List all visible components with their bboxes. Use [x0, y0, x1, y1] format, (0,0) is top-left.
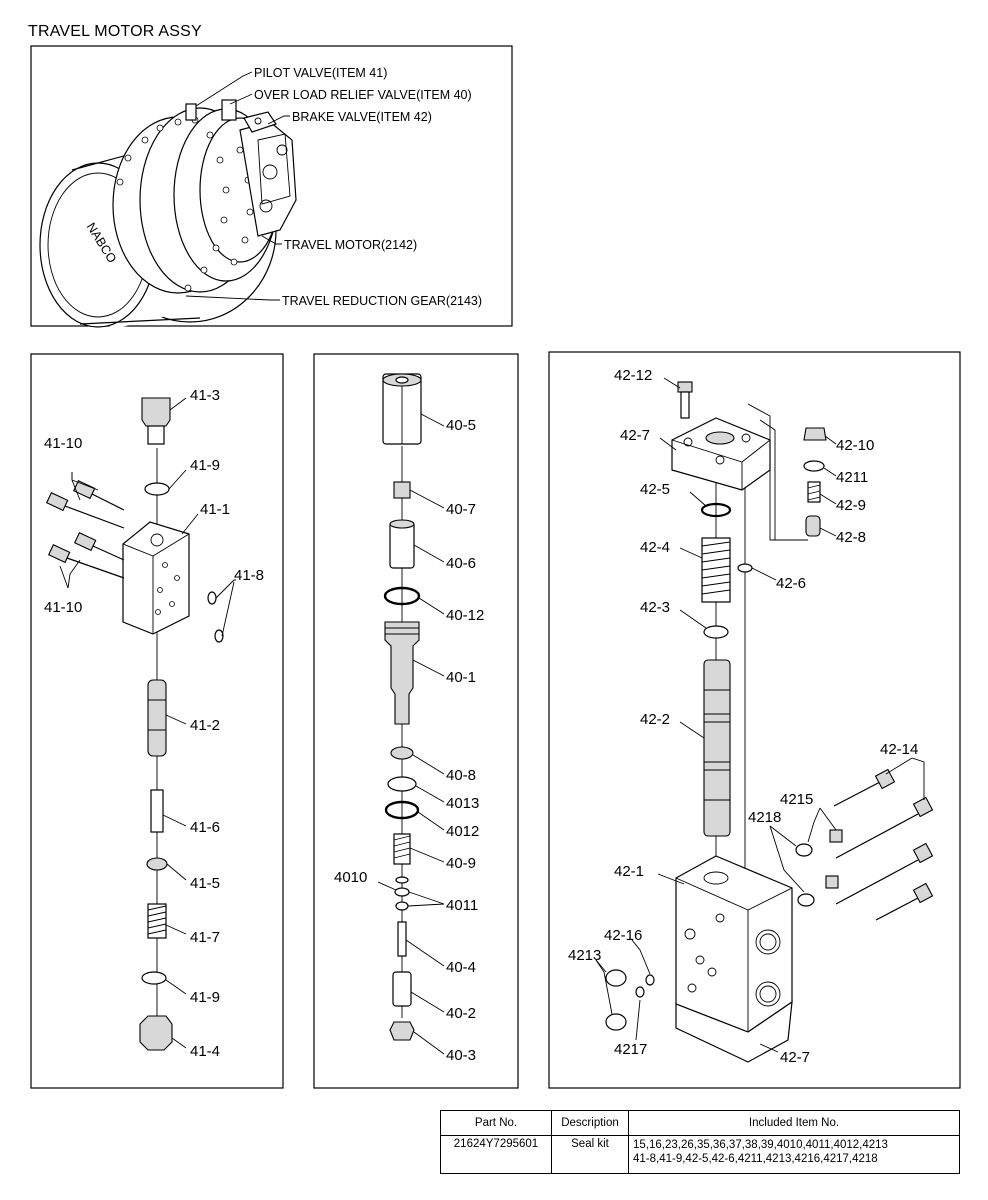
- label-42-6: 42-6: [776, 575, 806, 592]
- relief-valve-parts: [382, 373, 422, 1041]
- label-41-7: 41-7: [190, 929, 220, 946]
- label-42-8: 42-8: [836, 529, 866, 546]
- page-title: TRAVEL MOTOR ASSY: [28, 23, 202, 40]
- label-41-10-top: 41-10: [44, 435, 82, 452]
- label-4011: 4011: [446, 897, 478, 914]
- label-42-2: 42-2: [640, 711, 670, 728]
- label-4213: 4213: [568, 947, 601, 964]
- label-40-4: 40-4: [446, 959, 476, 976]
- label-41-5: 41-5: [190, 875, 220, 892]
- header-description: Description: [551, 1110, 629, 1136]
- pilot-valve-panel-frame: [30, 353, 284, 1089]
- label-40-2: 40-2: [446, 1005, 476, 1022]
- parts-table: Part No. Description Included Item No. 2…: [440, 1110, 960, 1174]
- label-42-14: 42-14: [880, 741, 918, 758]
- label-42-3: 42-3: [640, 599, 670, 616]
- label-41-8: 41-8: [234, 567, 264, 584]
- label-4215: 4215: [780, 791, 813, 808]
- label-40-1: 40-1: [446, 669, 476, 686]
- label-42-10: 42-10: [836, 437, 874, 454]
- label-41-2: 41-2: [190, 717, 220, 734]
- label-4010: 4010: [334, 869, 367, 886]
- label-40-8: 40-8: [446, 767, 476, 784]
- pilot-valve-label: PILOT VALVE(ITEM 41): [254, 66, 387, 80]
- pilot-valve-parts: [45, 397, 224, 1051]
- travel-reduction-gear-label: TRAVEL REDUCTION GEAR(2143): [282, 294, 482, 308]
- label-42-9: 42-9: [836, 497, 866, 514]
- brake-valve-panel-frame: [548, 351, 961, 1089]
- pilot-valve-leader-lines: [59, 397, 236, 1049]
- label-4013: 4013: [446, 795, 479, 812]
- relief-valve-leader-lines: [377, 413, 445, 1055]
- header-included-items: Included Item No.: [628, 1110, 960, 1136]
- label-41-6: 41-6: [190, 819, 220, 836]
- header-part-no: Part No.: [440, 1110, 552, 1136]
- travel-motor-label: TRAVEL MOTOR(2142): [284, 238, 417, 252]
- label-40-12: 40-12: [446, 607, 484, 624]
- label-4012: 4012: [446, 823, 479, 840]
- label-40-7: 40-7: [446, 501, 476, 518]
- label-41-9-top: 41-9: [190, 457, 220, 474]
- label-42-4: 42-4: [640, 539, 670, 556]
- cell-included-items: 15,16,23,26,35,36,37,38,39,4010,4011,401…: [628, 1135, 960, 1174]
- included-items-line-2: 41-8,41-9,42-5,42-6,4211,4213,4216,4217,…: [633, 1153, 878, 1165]
- cell-description: Seal kit: [551, 1135, 629, 1174]
- label-42-12: 42-12: [614, 367, 652, 384]
- label-42-7-bottom: 42-7: [780, 1049, 810, 1066]
- label-40-3: 40-3: [446, 1047, 476, 1064]
- label-42-5: 42-5: [640, 481, 670, 498]
- brake-valve-parts: [605, 381, 934, 1063]
- label-4217: 4217: [614, 1041, 647, 1058]
- overload-relief-valve-label: OVER LOAD RELIEF VALVE(ITEM 40): [254, 88, 472, 102]
- label-42-1: 42-1: [614, 863, 644, 880]
- relief-valve-panel-frame: [313, 353, 519, 1089]
- label-40-5: 40-5: [446, 417, 476, 434]
- label-41-1: 41-1: [200, 501, 230, 518]
- table-row: 21624Y7295601 Seal kit 15,16,23,26,35,36…: [440, 1135, 960, 1174]
- assembly-panel-frame: [30, 45, 513, 327]
- label-42-7-top: 42-7: [620, 427, 650, 444]
- label-41-10-bottom: 41-10: [44, 599, 82, 616]
- label-40-9: 40-9: [446, 855, 476, 872]
- label-40-6: 40-6: [446, 555, 476, 572]
- label-41-4: 41-4: [190, 1043, 220, 1060]
- included-items-line-1: 15,16,23,26,35,36,37,38,39,4010,4011,401…: [633, 1139, 888, 1151]
- cell-part-no: 21624Y7295601: [440, 1135, 552, 1174]
- label-42-16: 42-16: [604, 927, 642, 944]
- label-4218: 4218: [748, 809, 781, 826]
- brake-valve-label: BRAKE VALVE(ITEM 42): [292, 110, 432, 124]
- assembly-leader-lines: [185, 71, 290, 301]
- label-4211: 4211: [836, 469, 868, 486]
- parts-table-header-row: Part No. Description Included Item No.: [440, 1110, 960, 1136]
- label-41-9-bottom: 41-9: [190, 989, 220, 1006]
- brake-valve-leader-lines: [595, 377, 925, 1053]
- label-41-3: 41-3: [190, 387, 220, 404]
- travel-motor-illustration: NABCO: [39, 99, 297, 330]
